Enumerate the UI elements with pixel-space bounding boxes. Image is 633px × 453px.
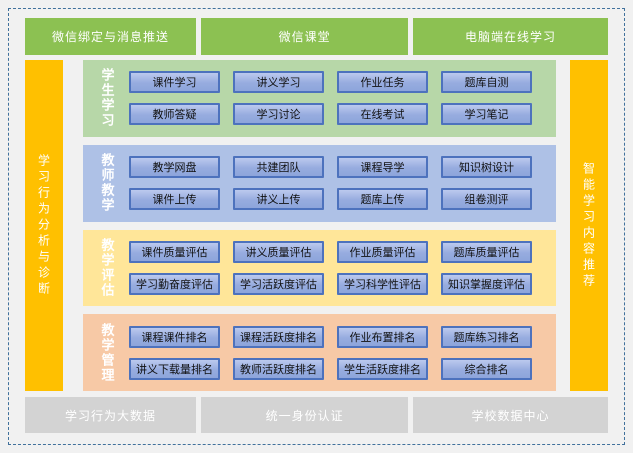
module-box: 学习活跃度评估 xyxy=(233,272,324,295)
module-box: 题库自测 xyxy=(441,71,532,94)
module-box: 学生活跃度排名 xyxy=(337,357,428,380)
module-box: 作业质量评估 xyxy=(337,240,428,263)
module-box: 教学网盘 xyxy=(129,156,220,179)
section-2: 教师教学教学网盘共建团队课程导学知识树设计课件上传讲义上传题库上传组卷测评 xyxy=(83,144,556,222)
bottom-box-2: 统一身份认证 xyxy=(201,397,409,433)
bottom-row: 学习行为大数据统一身份认证学校数据中心 xyxy=(25,397,609,433)
section-4: 教学管理课程课件排名课程活跃度排名作业布置排名题库练习排名讲义下载量排名教师活跃… xyxy=(83,314,556,391)
section-4-title: 教学管理 xyxy=(98,322,114,383)
module-box: 知识树设计 xyxy=(441,156,532,179)
module-box: 讲义上传 xyxy=(233,188,324,211)
module-box: 讲义质量评估 xyxy=(233,240,324,263)
section-1-title: 学生学习 xyxy=(98,68,114,129)
section-3: 教学评估课件质量评估讲义质量评估作业质量评估题库质量评估学习勤奋度评估学习活跃度… xyxy=(83,229,556,307)
module-box: 课程导学 xyxy=(337,156,428,179)
section-4-grid: 课程课件排名课程活跃度排名作业布置排名题库练习排名讲义下载量排名教师活跃度排名学… xyxy=(129,314,532,391)
module-box: 学习科学性评估 xyxy=(337,272,428,295)
module-box: 教师答疑 xyxy=(129,103,220,126)
top-row: 微信绑定与消息推送微信课堂电脑端在线学习 xyxy=(25,18,609,55)
module-box: 综合排名 xyxy=(441,357,532,380)
module-box: 课件学习 xyxy=(129,71,220,94)
diagram-frame: 微信绑定与消息推送微信课堂电脑端在线学习 学习行为分析与诊断 学生学习课件学习讲… xyxy=(8,8,625,445)
section-2-grid: 教学网盘共建团队课程导学知识树设计课件上传讲义上传题库上传组卷测评 xyxy=(129,145,532,222)
module-box: 共建团队 xyxy=(233,156,324,179)
middle-band: 学习行为分析与诊断 学生学习课件学习讲义学习作业任务题库自测教师答疑学习讨论在线… xyxy=(25,60,608,391)
top-box-2: 微信课堂 xyxy=(201,18,409,55)
module-box: 课程活跃度排名 xyxy=(233,325,324,348)
module-box: 题库练习排名 xyxy=(441,325,532,348)
module-box: 作业布置排名 xyxy=(337,325,428,348)
module-sections: 学生学习课件学习讲义学习作业任务题库自测教师答疑学习讨论在线考试学习笔记教师教学… xyxy=(83,60,556,391)
module-box: 学习勤奋度评估 xyxy=(129,272,220,295)
module-box: 讲义学习 xyxy=(233,71,324,94)
module-box: 题库上传 xyxy=(337,188,428,211)
section-2-title: 教师教学 xyxy=(98,153,114,214)
module-box: 作业任务 xyxy=(337,71,428,94)
section-1-grid: 课件学习讲义学习作业任务题库自测教师答疑学习讨论在线考试学习笔记 xyxy=(129,60,532,137)
module-box: 组卷测评 xyxy=(441,188,532,211)
right-sidebar-label: 智能学习内容推荐 xyxy=(581,161,596,290)
module-box: 教师活跃度排名 xyxy=(233,357,324,380)
module-box: 知识掌握度评估 xyxy=(441,272,532,295)
module-box: 课件上传 xyxy=(129,188,220,211)
module-box: 课件质量评估 xyxy=(129,240,220,263)
module-box: 题库质量评估 xyxy=(441,240,532,263)
section-3-grid: 课件质量评估讲义质量评估作业质量评估题库质量评估学习勤奋度评估学习活跃度评估学习… xyxy=(129,230,532,307)
top-box-3: 电脑端在线学习 xyxy=(413,18,609,55)
module-box: 课程课件排名 xyxy=(129,325,220,348)
module-box: 学习讨论 xyxy=(233,103,324,126)
module-box: 学习笔记 xyxy=(441,103,532,126)
bottom-box-1: 学习行为大数据 xyxy=(25,397,197,433)
right-sidebar: 智能学习内容推荐 xyxy=(570,60,608,391)
module-box: 在线考试 xyxy=(337,103,428,126)
left-sidebar-label: 学习行为分析与诊断 xyxy=(36,153,51,298)
bottom-box-3: 学校数据中心 xyxy=(413,397,609,433)
module-box: 讲义下载量排名 xyxy=(129,357,220,380)
left-sidebar: 学习行为分析与诊断 xyxy=(25,60,63,391)
section-1: 学生学习课件学习讲义学习作业任务题库自测教师答疑学习讨论在线考试学习笔记 xyxy=(83,60,556,137)
top-box-1: 微信绑定与消息推送 xyxy=(25,18,197,55)
section-3-title: 教学评估 xyxy=(98,237,114,298)
